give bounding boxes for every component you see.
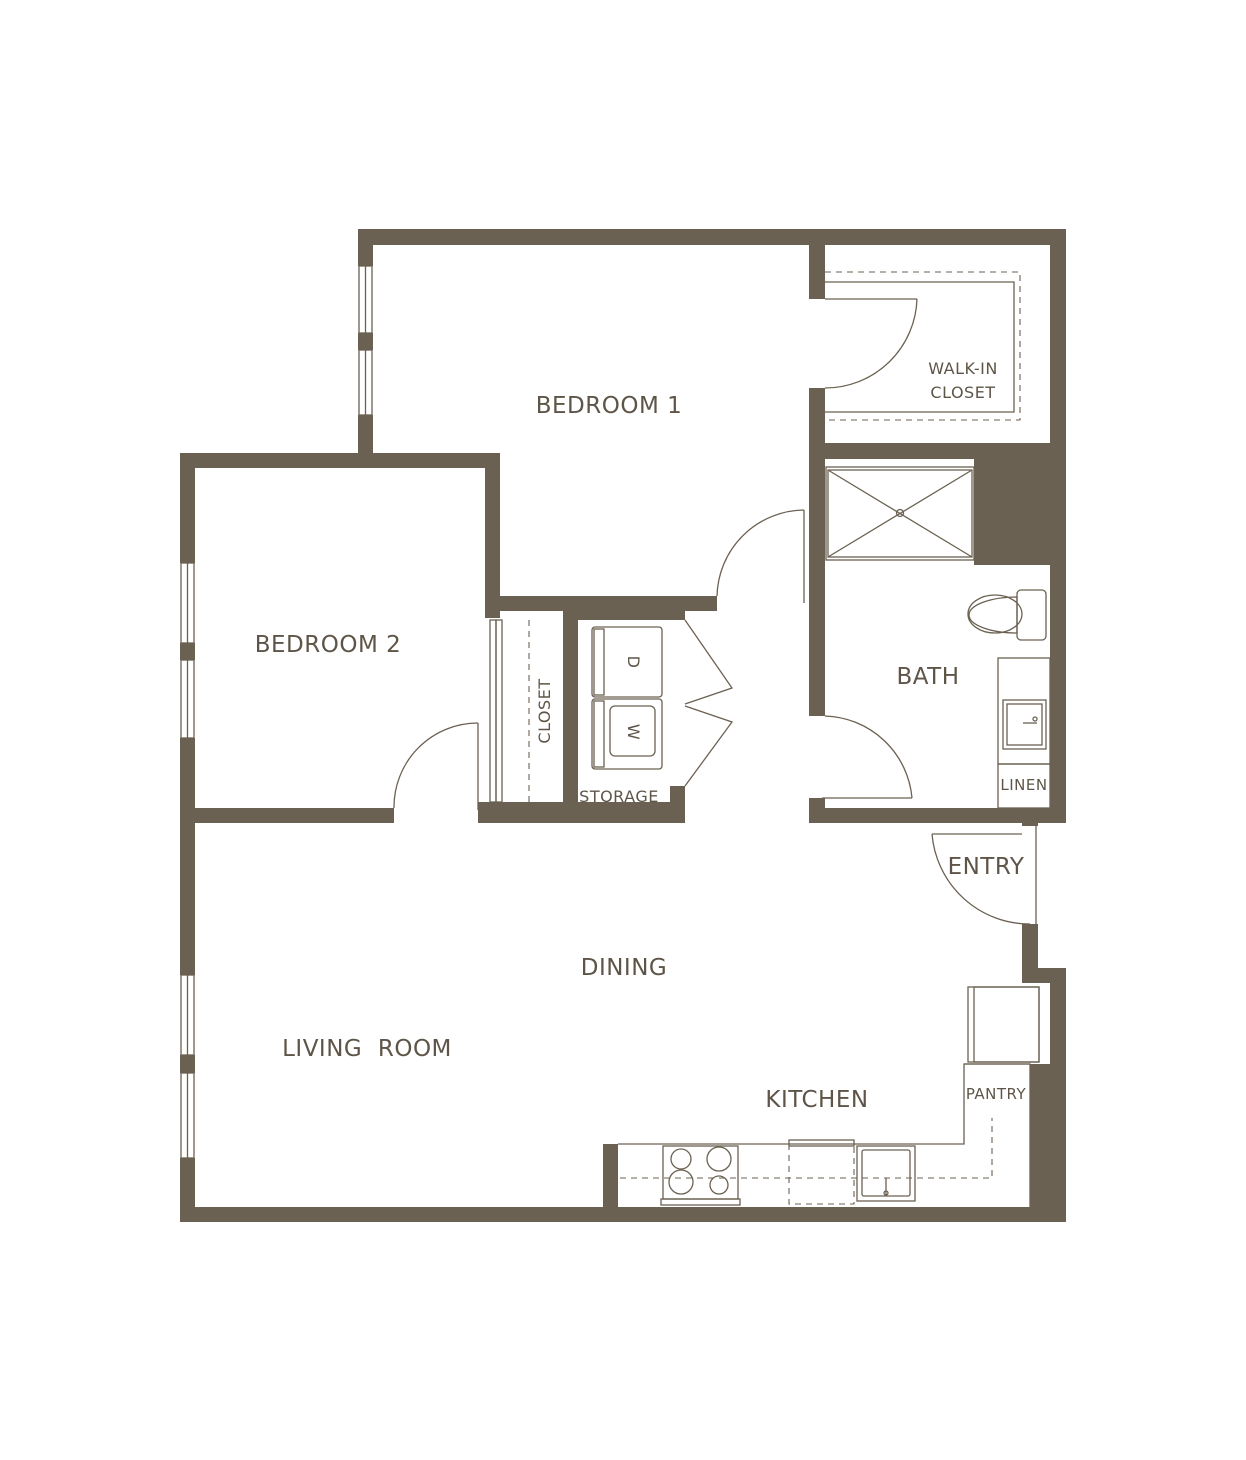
windows bbox=[180, 265, 373, 1159]
washer-dryer bbox=[591, 626, 663, 770]
shower bbox=[825, 466, 975, 561]
refrigerator bbox=[967, 986, 1040, 1063]
label-linen: LINEN bbox=[1000, 776, 1047, 794]
label-dryer: D bbox=[624, 656, 643, 669]
walls bbox=[180, 229, 1066, 1222]
walk-in-closet-shelving bbox=[825, 271, 1021, 421]
stove bbox=[660, 1145, 741, 1206]
kitchen-sink bbox=[856, 1145, 916, 1202]
label-pantry: PANTRY bbox=[966, 1085, 1027, 1103]
label-walk-in-line-2: CLOSET bbox=[930, 383, 995, 402]
label-bedroom-1: BEDROOM 1 bbox=[536, 393, 683, 419]
toilet bbox=[967, 589, 1047, 641]
label-bedroom-2: BEDROOM 2 bbox=[255, 632, 402, 658]
label-entry: ENTRY bbox=[948, 854, 1025, 880]
label-living-room: LIVING ROOM bbox=[282, 1036, 452, 1062]
room-labels: BEDROOM 1 BEDROOM 2 WALK-IN CLOSET CLOSE… bbox=[255, 359, 1047, 1113]
label-closet: CLOSET bbox=[535, 678, 554, 743]
vanity bbox=[997, 657, 1051, 809]
doors bbox=[393, 298, 1037, 925]
label-kitchen: KITCHEN bbox=[765, 1087, 868, 1113]
label-bath: BATH bbox=[896, 664, 959, 690]
label-storage: STORAGE bbox=[579, 787, 659, 806]
dishwasher bbox=[788, 1139, 855, 1205]
label-dining: DINING bbox=[581, 955, 668, 981]
label-walk-in-line-1: WALK-IN bbox=[928, 359, 998, 378]
label-washer: W bbox=[624, 724, 643, 740]
